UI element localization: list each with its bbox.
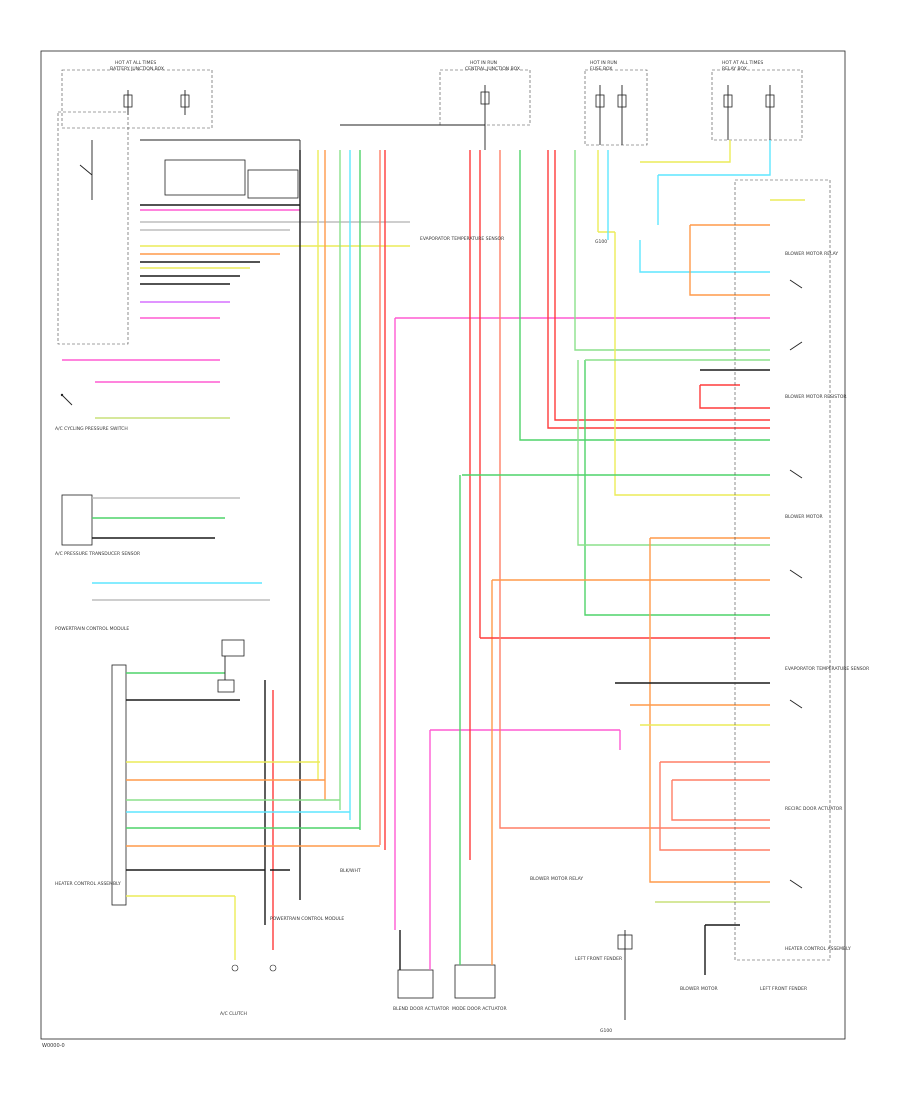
component-label: POWERTRAIN CONTROL MODULE [270, 916, 344, 922]
column-wires [264, 150, 386, 950]
fuse-box-title: HOT IN RUN [590, 60, 617, 66]
component-label: MODE DOOR ACTUATOR [452, 1006, 507, 1012]
component-label: HEATER CONTROL ASSEMBLY [55, 881, 121, 887]
mode-door-actuator: MODE DOOR ACTUATOR [452, 475, 507, 1012]
fuse-box-subtitle: RELAY BOX [722, 66, 747, 72]
fuse-box-subtitle: BATTERY JUNCTION BOX [110, 66, 164, 72]
page-identifier: W0000-0 [42, 1043, 65, 1049]
left-fender-ground: LEFT FRONT FENDER G100 BLOWER MOTOR RELA… [530, 876, 807, 1034]
ground-splice: BLK/WHT [217, 639, 361, 874]
diagram-frame [40, 50, 846, 1040]
component-label: BLOWER MOTOR RELAY [785, 251, 838, 257]
component-label: EVAPORATOR TEMPERATURE SENSOR [785, 666, 869, 672]
component-label: A/C PRESSURE TRANSDUCER SENSOR [55, 551, 140, 557]
fuse-box-title: HOT IN RUN [470, 60, 497, 66]
fuse-box-title: HOT AT ALL TIMES [722, 60, 763, 66]
component-label: G100 [600, 1028, 612, 1034]
component-label: A/C CLUTCH [220, 1011, 247, 1017]
fuse-box-central-junction: HOT IN RUN CENTRAL JUNCTION BOX [439, 60, 531, 126]
component-label: LEFT FRONT FENDER [760, 986, 807, 992]
upper-harness [140, 204, 410, 319]
fuse-box-relay: HOT AT ALL TIMES RELAY BOX [711, 60, 803, 141]
ac-clutch: A/C CLUTCH [220, 964, 277, 1017]
component-label: BLOWER MOTOR RELAY [530, 876, 583, 882]
right-harness [394, 140, 805, 975]
pcm-connector: POWERTRAIN CONTROL MODULE HEATER CONTROL… [55, 626, 380, 960]
fuse-box-battery-junction: HOT AT ALL TIMES BATTERY JUNCTION BOX [61, 60, 213, 129]
component-label: POWERTRAIN CONTROL MODULE [55, 626, 129, 632]
component-label: LEFT FRONT FENDER [575, 956, 622, 962]
fuse-box-title: HOT AT ALL TIMES [115, 60, 156, 66]
ac-pressure-sensor: A/C PRESSURE TRANSDUCER SENSOR [55, 494, 270, 601]
fuse-box-subtitle: CENTRAL JUNCTION BOX [465, 66, 520, 72]
component-label: A/C CYCLING PRESSURE SWITCH [55, 426, 128, 432]
component-label: BLOWER MOTOR [785, 514, 823, 520]
component-label: EVAPORATOR TEMPERATURE SENSOR [420, 236, 504, 242]
right-connector-column: BLOWER MOTOR RELAY BLOWER MOTOR RESISTOR… [734, 179, 869, 961]
fuse-box-subtitle: FUSE BOX [590, 66, 612, 72]
component-label: BLEND DOOR ACTUATOR [393, 1006, 449, 1012]
wire-label: BLK/WHT [340, 868, 361, 874]
pcm-module-block [57, 111, 299, 345]
ac-cycling-switch: A/C CYCLING PRESSURE SWITCH [55, 359, 230, 432]
fuse-box-hot-in-run: HOT IN RUN FUSE BOX [584, 60, 648, 146]
component-label: BLOWER MOTOR [680, 986, 718, 992]
component-label: G100 [595, 239, 607, 245]
blend-door-actuator: BLEND DOOR ACTUATOR [393, 729, 620, 1012]
component-label: HEATER CONTROL ASSEMBLY [785, 946, 851, 952]
component-label: BLOWER MOTOR RESISTOR [785, 394, 847, 400]
component-label: RECIRC DOOR ACTUATOR [785, 806, 842, 812]
power-bus [140, 124, 486, 150]
